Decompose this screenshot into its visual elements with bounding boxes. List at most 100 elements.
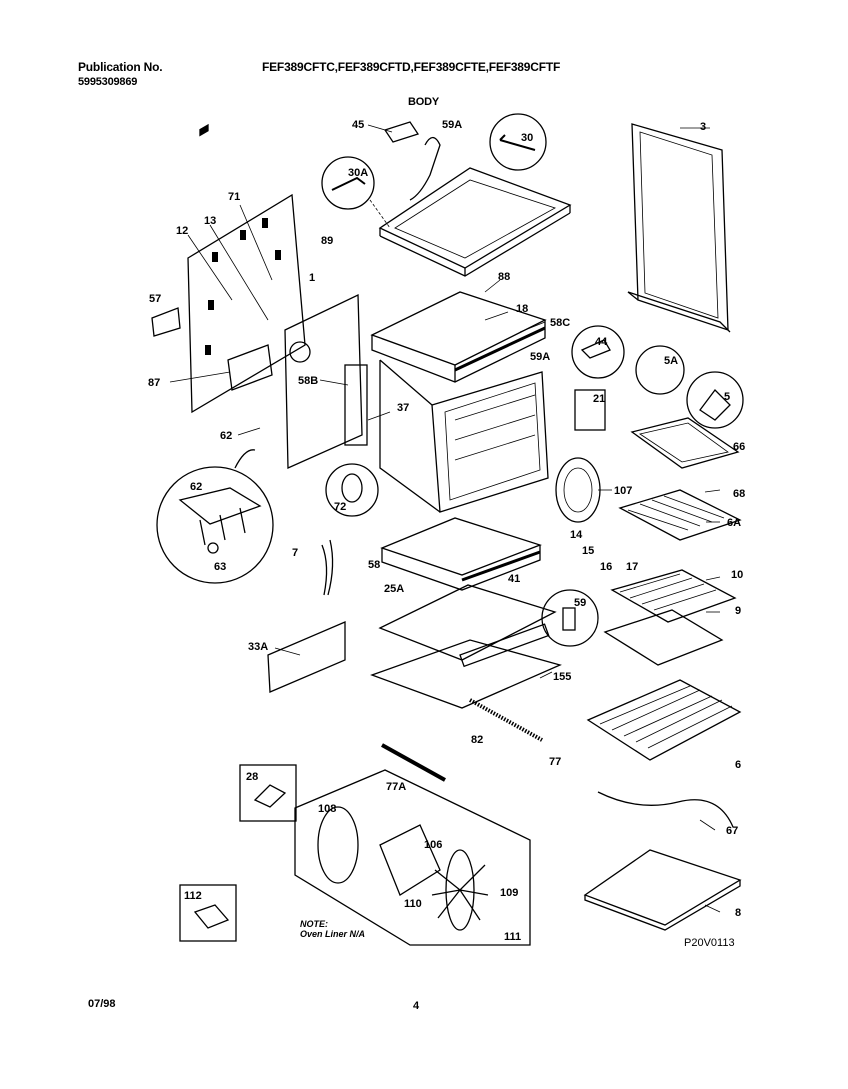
callout-82: 82 [471, 734, 483, 746]
callout-8: 8 [735, 907, 741, 919]
callout-59: 59 [574, 597, 586, 609]
callout-6a: 6A [727, 517, 741, 529]
publication-number: 5995309869 [78, 76, 138, 88]
callout-59a-top: 59A [442, 119, 462, 131]
part-44-detail-circle [571, 325, 625, 379]
note-text: Oven Liner N/A [300, 929, 365, 939]
part-87-bracket [227, 344, 273, 391]
callout-45: 45 [352, 119, 364, 131]
part-33a-kick-panel [267, 621, 346, 693]
callout-62-detail: 62 [190, 481, 202, 493]
part-108-motor [317, 806, 359, 884]
part-5-detail-circle [686, 371, 744, 429]
part-109-fan-blade [431, 849, 489, 931]
callout-12: 12 [176, 225, 188, 237]
callout-87: 87 [148, 377, 160, 389]
callout-107: 107 [614, 485, 632, 497]
callout-71: 71 [228, 191, 240, 203]
part-5a-detail-circle [635, 345, 685, 395]
part-66-element [630, 417, 740, 469]
part-7-component [321, 539, 334, 596]
callout-18: 18 [516, 303, 528, 315]
callout-57: 57 [149, 293, 161, 305]
callout-63: 63 [214, 561, 226, 573]
part-58-bottom-insulation [380, 517, 542, 591]
part-45-bracket [383, 121, 420, 143]
callout-17: 17 [626, 561, 638, 573]
callout-108: 108 [318, 803, 336, 815]
callout-58b: 58B [298, 375, 318, 387]
callout-66: 66 [733, 441, 745, 453]
publication-label: Publication No. [78, 60, 163, 74]
callout-13: 13 [204, 215, 216, 227]
drawing-id: P20V0113 [684, 937, 735, 949]
part-58b-insulation [344, 364, 368, 446]
section-title: BODY [408, 96, 439, 108]
footer-date: 07/98 [88, 998, 116, 1010]
callout-68: 68 [733, 488, 745, 500]
part-8-panel [583, 849, 742, 926]
part-57-plate [151, 307, 181, 337]
part-30a-detail-circle [321, 156, 375, 210]
callout-15: 15 [582, 545, 594, 557]
note-title: NOTE: [300, 919, 328, 929]
part-106-bracket [379, 824, 441, 896]
callout-109: 109 [500, 887, 518, 899]
left-side-panel [284, 293, 363, 469]
page-number: 4 [413, 1000, 420, 1012]
part-59-detail-circle [541, 589, 599, 647]
part-82-bottom-pan [370, 639, 562, 709]
part-10-broiler-insert [610, 569, 737, 623]
callout-88: 88 [498, 271, 510, 283]
callout-58: 58 [368, 559, 380, 571]
callout-5a: 5A [664, 355, 678, 367]
part-71-back-panel [187, 123, 306, 414]
part-3-rear-panel [627, 123, 731, 333]
part-9-broiler-pan [603, 609, 724, 666]
callout-14: 14 [570, 529, 583, 541]
callout-1: 1 [309, 272, 315, 284]
part-62-63-detail-circle [156, 466, 274, 584]
callout-111: 111 [504, 931, 521, 943]
convection-fan-assembly-box [294, 769, 531, 946]
callout-112: 112 [184, 890, 202, 902]
callout-59a-mid: 59A [530, 351, 550, 363]
callout-16: 16 [600, 561, 612, 573]
part-6-oven-rack [586, 679, 742, 761]
callout-30a: 30A [348, 167, 368, 179]
callout-89: 89 [321, 235, 333, 247]
callout-9: 9 [735, 605, 741, 617]
oven-cavity [379, 359, 549, 513]
callout-62-top: 62 [220, 430, 232, 442]
callout-21: 21 [593, 393, 605, 405]
part-59a-tube [409, 136, 441, 201]
callout-30: 30 [521, 132, 533, 144]
callout-110: 110 [404, 898, 422, 910]
top-cover-panel [378, 167, 572, 277]
part-155-element [459, 623, 550, 668]
callout-10: 10 [731, 569, 743, 581]
model-numbers: FEF389CFTC,FEF389CFTD,FEF389CFTE,FEF389C… [262, 60, 561, 74]
part-21-block [574, 389, 606, 431]
oven-top-box [370, 291, 547, 383]
callout-6: 6 [735, 759, 741, 771]
part-30-detail-circle [489, 113, 547, 171]
part-67-sensor [597, 791, 734, 828]
callout-28: 28 [246, 771, 258, 783]
callout-77a: 77A [386, 781, 406, 793]
part-112-box [179, 884, 237, 942]
callout-7: 7 [292, 547, 298, 559]
callout-3: 3 [700, 121, 706, 133]
callout-106: 106 [424, 839, 442, 851]
callout-37: 37 [397, 402, 409, 414]
callout-72: 72 [334, 501, 346, 513]
callout-33a: 33A [248, 641, 268, 653]
callout-5: 5 [724, 391, 730, 403]
callout-41: 41 [508, 573, 520, 585]
callout-58c: 58C [550, 317, 570, 329]
callout-44: 44 [595, 336, 608, 348]
callout-25a: 25A [384, 583, 404, 595]
callout-67: 67 [726, 825, 738, 837]
part-6a-grill [618, 489, 742, 541]
callout-155: 155 [553, 671, 571, 683]
